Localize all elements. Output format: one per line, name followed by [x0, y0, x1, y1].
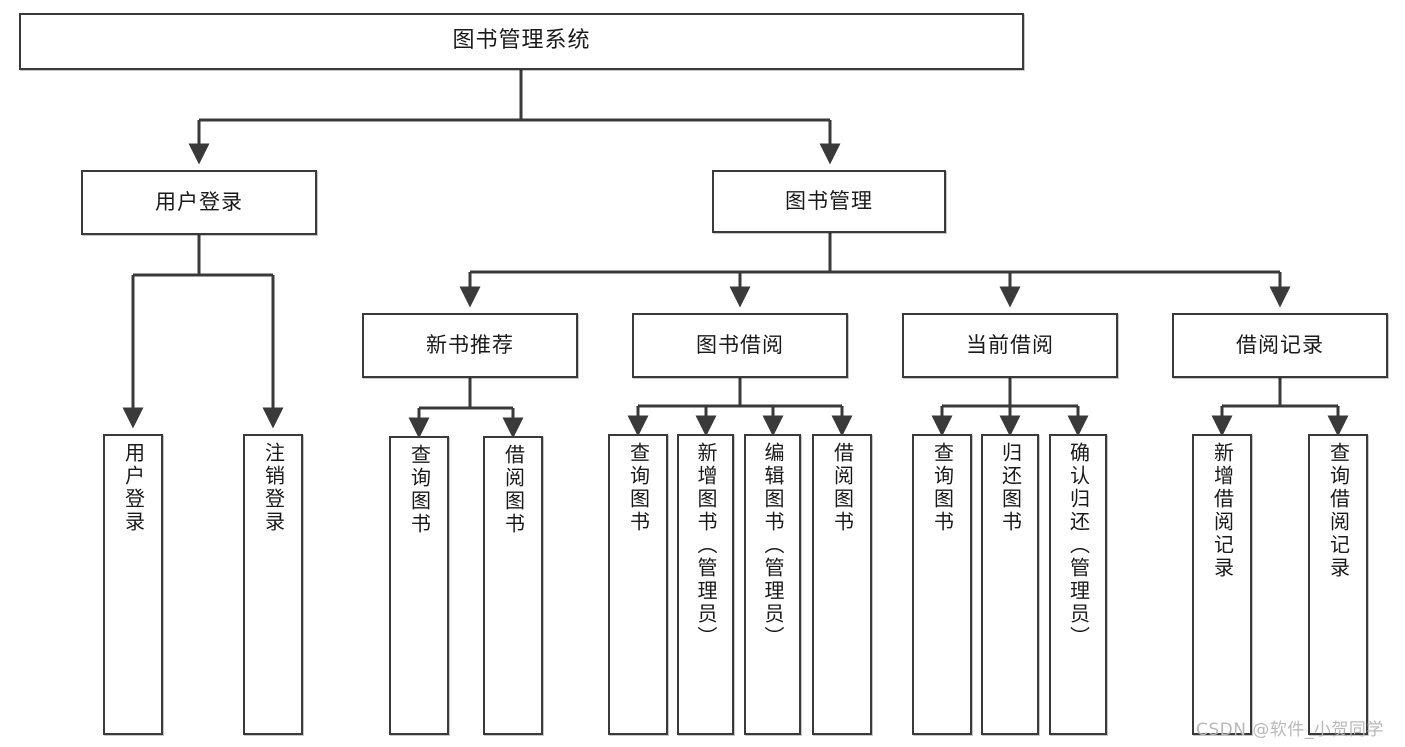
- node-leaf-edit-book[interactable]: 编辑图书（管理员）: [744, 434, 801, 735]
- node-leaf-query-book-borrow[interactable]: 查询图书: [608, 434, 668, 735]
- node-label: 借阅记录: [1236, 332, 1324, 357]
- node-new-book-recommend[interactable]: 新书推荐: [362, 313, 578, 378]
- node-leaf-query-borrow-record[interactable]: 查询借阅记录: [1308, 434, 1368, 735]
- node-leaf-add-borrow-record[interactable]: 新增借阅记录: [1192, 434, 1252, 735]
- node-label: 新增借阅记录: [1210, 442, 1235, 580]
- node-current-borrow[interactable]: 当前借阅: [902, 313, 1118, 378]
- node-user-login[interactable]: 用户登录: [81, 170, 317, 235]
- node-label: 查询图书: [930, 442, 955, 534]
- node-label: 注销登录: [261, 442, 286, 534]
- node-label: 确认归还（管理员）: [1066, 442, 1091, 649]
- node-label: 新增图书（管理员）: [694, 442, 718, 649]
- node-label: 归还图书: [998, 442, 1023, 534]
- node-label: 图书借阅: [696, 332, 784, 357]
- node-label: 查询借阅记录: [1326, 442, 1351, 580]
- node-label: 查询图书: [407, 444, 432, 536]
- node-leaf-borrow-book-borrow[interactable]: 借阅图书: [812, 434, 872, 735]
- node-label: 新书推荐: [426, 332, 514, 357]
- node-leaf-borrow-book-recommend[interactable]: 借阅图书: [483, 436, 543, 735]
- node-root-system[interactable]: 图书管理系统: [19, 13, 1024, 70]
- node-leaf-query-book-current[interactable]: 查询图书: [912, 434, 972, 735]
- node-borrow-record[interactable]: 借阅记录: [1172, 313, 1388, 378]
- node-leaf-confirm-return[interactable]: 确认归还（管理员）: [1049, 434, 1107, 735]
- node-label: 借阅图书: [501, 444, 526, 536]
- node-leaf-add-book[interactable]: 新增图书（管理员）: [677, 434, 734, 735]
- node-leaf-query-book-recommend[interactable]: 查询图书: [389, 436, 449, 735]
- node-leaf-user-login[interactable]: 用户登录: [103, 434, 163, 735]
- csdn-watermark: CSDN @软件_小贺同学: [1196, 720, 1384, 740]
- node-label: 编辑图书（管理员）: [761, 442, 785, 649]
- node-label: 查询图书: [626, 442, 651, 534]
- node-book-manage[interactable]: 图书管理: [712, 170, 946, 233]
- node-label: 用户登录: [121, 442, 146, 534]
- node-label: 图书管理: [785, 188, 873, 213]
- node-leaf-user-logout[interactable]: 注销登录: [243, 434, 303, 735]
- node-book-borrow[interactable]: 图书借阅: [632, 313, 848, 378]
- node-label: 用户登录: [155, 189, 243, 214]
- node-label: 图书管理系统: [452, 28, 591, 54]
- node-leaf-return-book[interactable]: 归还图书: [981, 434, 1039, 735]
- node-label: 借阅图书: [830, 442, 855, 534]
- node-label: 当前借阅: [966, 332, 1054, 357]
